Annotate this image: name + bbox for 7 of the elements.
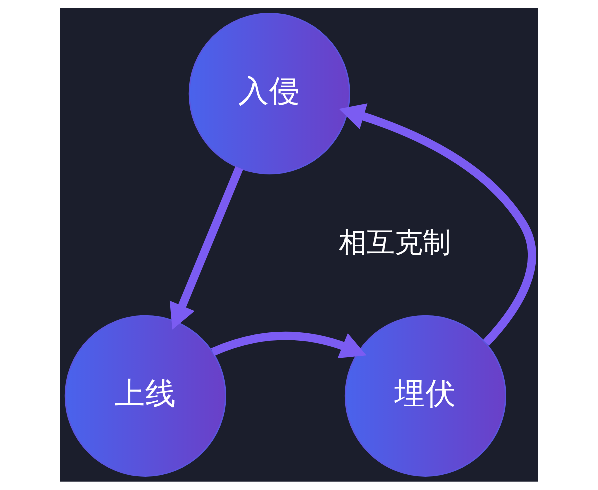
- node-circle: 上线: [64, 315, 226, 477]
- label: 相互克制: [339, 226, 452, 259]
- arrow: [339, 104, 536, 346]
- arrow: [211, 332, 367, 358]
- arrow: [170, 166, 244, 330]
- node-circle: 入侵: [188, 13, 350, 175]
- node-circle: 埋伏: [344, 315, 507, 477]
